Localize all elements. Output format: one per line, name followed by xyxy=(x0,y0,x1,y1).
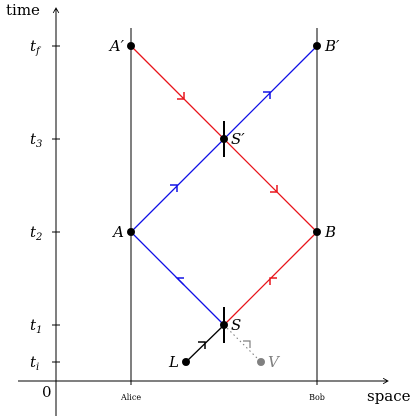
label-L: L xyxy=(168,353,179,371)
blue-arrow-Sprime-to-Bprime xyxy=(263,91,271,99)
blue-arrow-A-to-Sprime xyxy=(170,184,178,192)
tick-label-tf: tf xyxy=(30,37,42,57)
label-A-prime: A′ xyxy=(108,37,125,55)
point-V xyxy=(257,358,265,366)
point-B-prime xyxy=(313,42,321,50)
red-arrow-S-to-B xyxy=(269,277,277,285)
blue-arrow-S-to-A xyxy=(175,277,185,286)
point-S xyxy=(220,321,228,329)
point-S-prime xyxy=(220,135,228,143)
red-arrow-B-to-Sprime xyxy=(270,185,278,193)
point-A xyxy=(127,228,135,236)
virtual-line-S-to-V xyxy=(223,324,262,363)
label-B: B xyxy=(324,223,336,241)
red-arrow-Sprime-to-Aprime xyxy=(177,92,185,100)
point-B xyxy=(313,228,321,236)
black-arrow-L-to-S xyxy=(198,341,206,349)
label-S: S xyxy=(231,316,241,334)
bob-label: Bob xyxy=(309,393,325,402)
axes: time space 0 xyxy=(6,1,411,416)
origin-label: 0 xyxy=(42,383,52,401)
light-signals xyxy=(130,45,318,363)
tick-label-t1: t1 xyxy=(30,316,42,336)
tick-label-t3: t3 xyxy=(30,130,42,150)
blue-signal-path xyxy=(130,45,318,326)
red-signal-path xyxy=(130,45,318,326)
alice-label: Alice xyxy=(120,393,141,402)
label-A: A xyxy=(111,223,124,241)
point-A-prime xyxy=(127,42,135,50)
label-S-prime: S′ xyxy=(231,130,245,148)
label-B-prime: B′ xyxy=(324,37,340,55)
tick-label-ti: ti xyxy=(30,353,39,373)
space-axis-title: space xyxy=(367,387,411,405)
time-axis-title: time xyxy=(6,1,40,19)
point-L xyxy=(182,358,190,366)
tick-label-t2: t2 xyxy=(30,223,42,243)
label-V: V xyxy=(268,353,281,371)
time-ticks: tf t3 t2 t1 ti xyxy=(30,37,60,373)
gray-arrow-V-to-S xyxy=(243,340,251,348)
world-lines: Alice Bob xyxy=(120,28,325,402)
events: A′ B′ S′ A B S L V xyxy=(108,37,340,371)
